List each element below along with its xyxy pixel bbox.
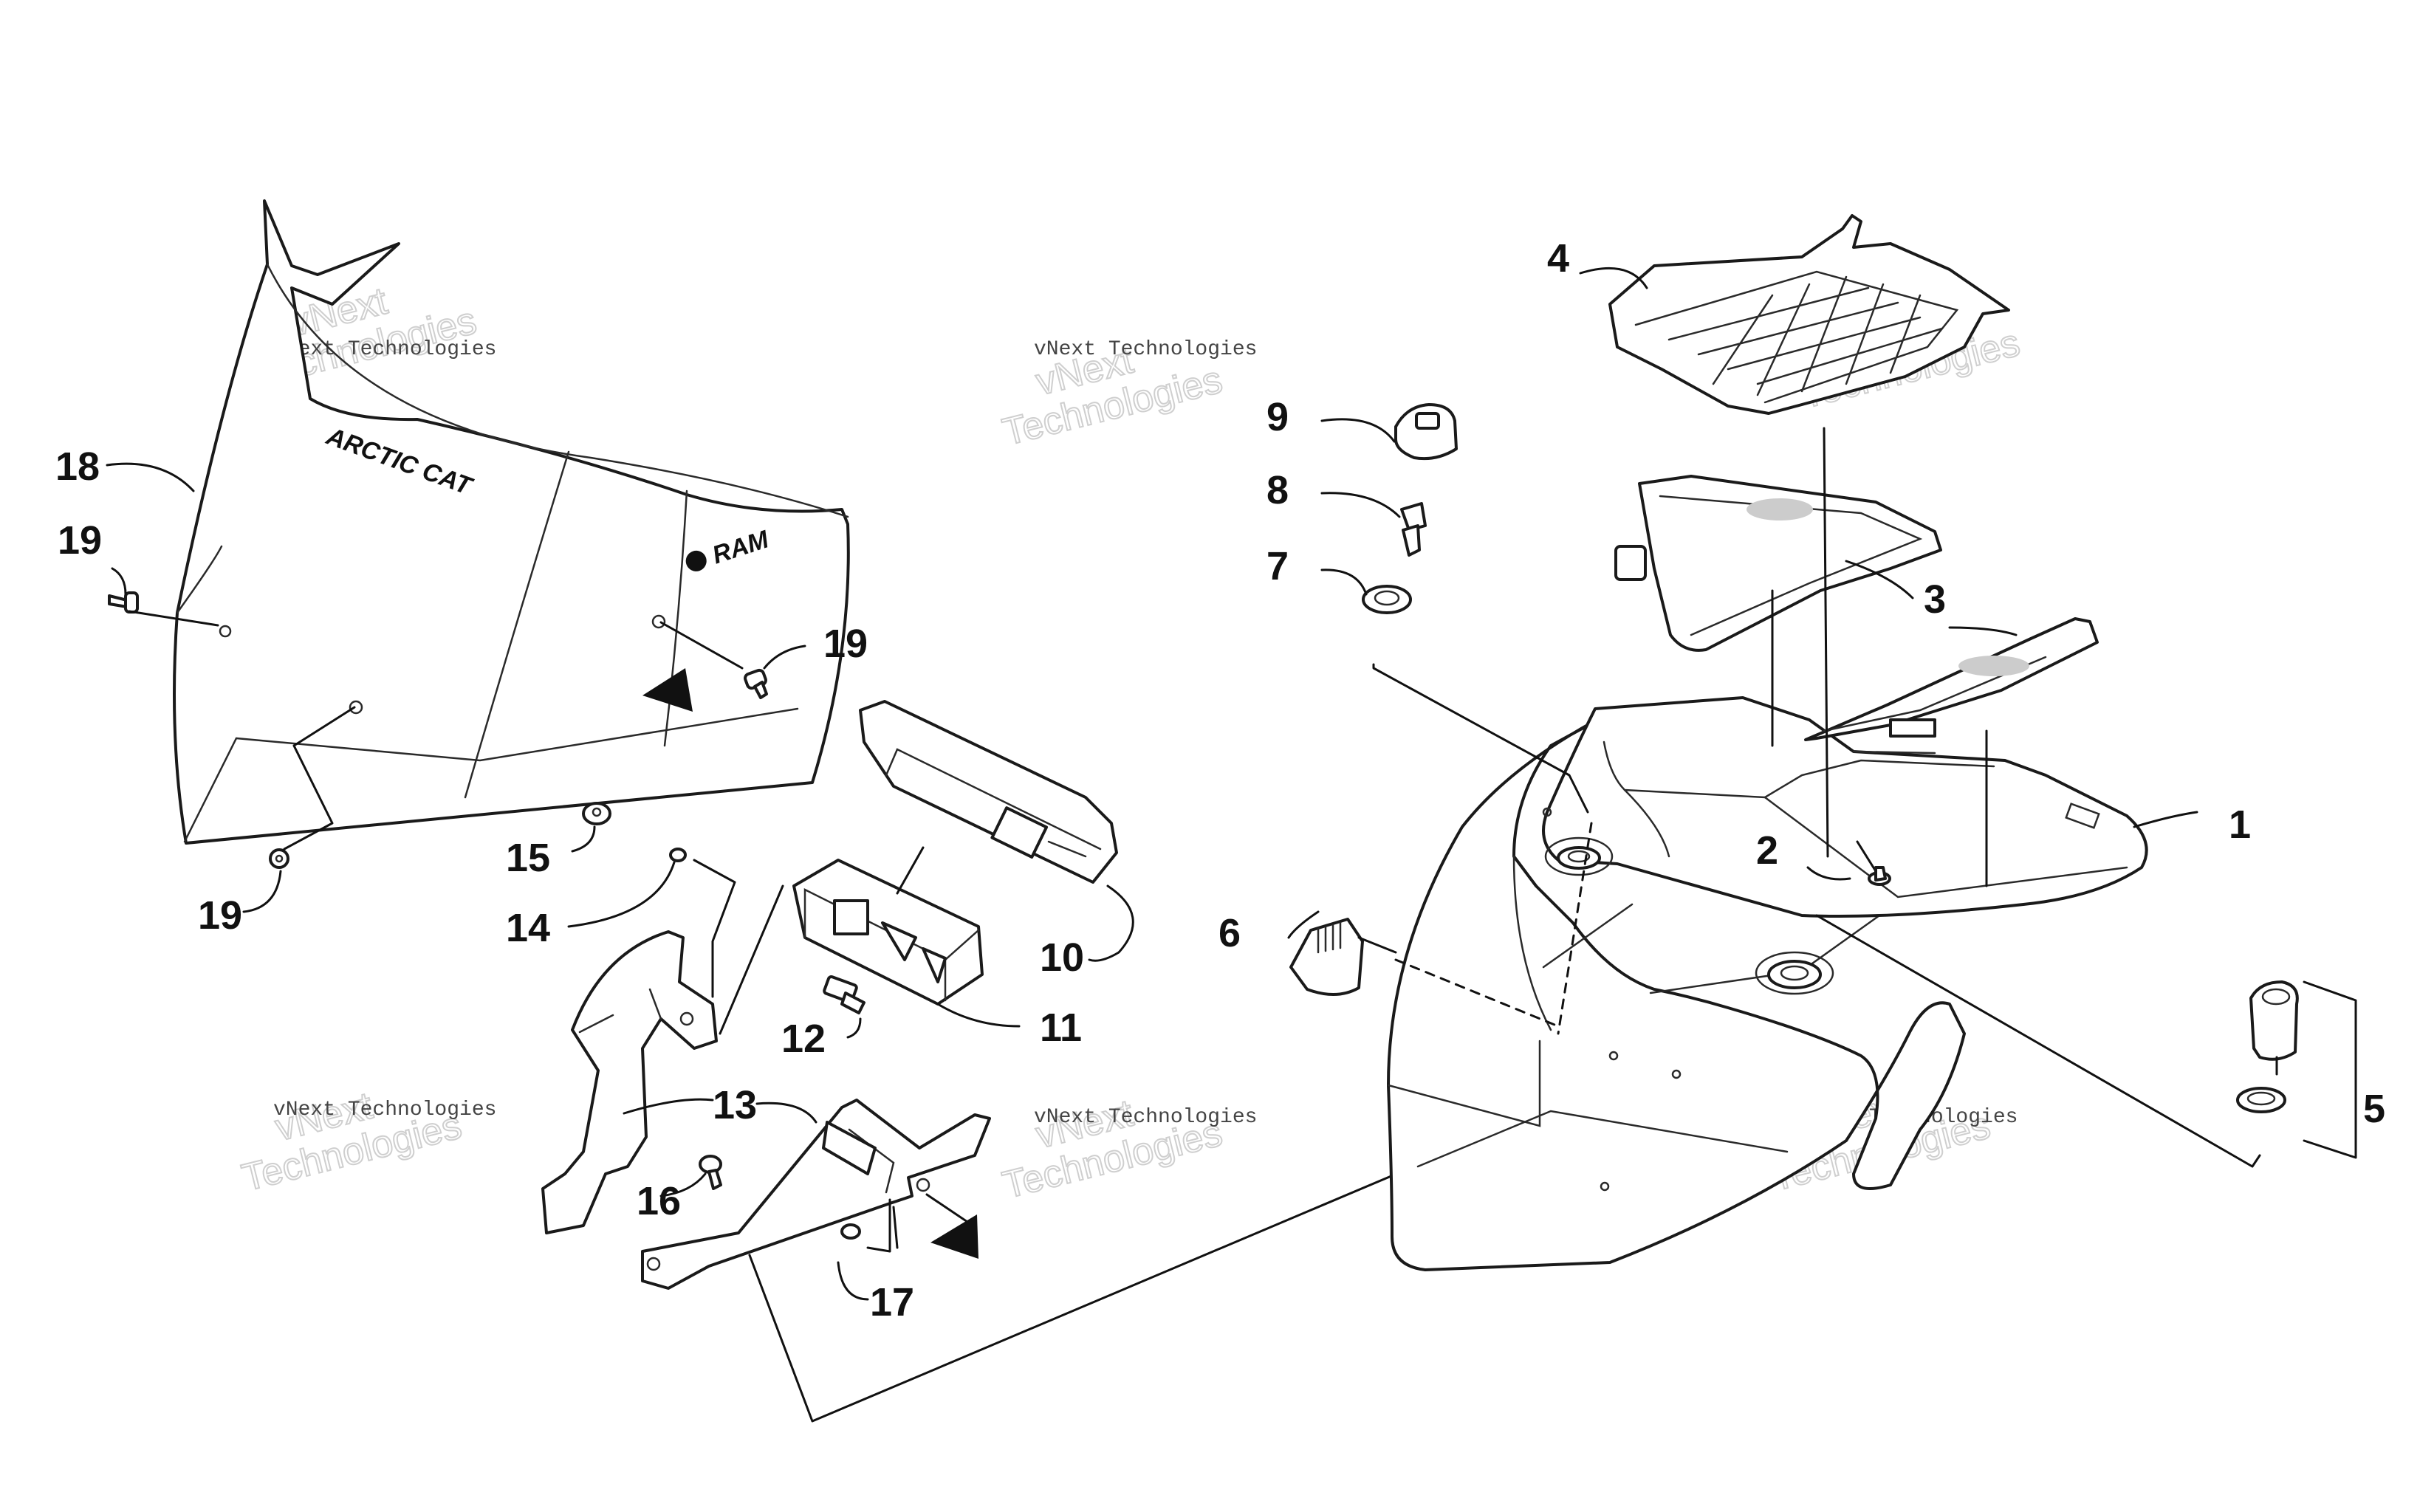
screw-part-17	[837, 1223, 869, 1301]
screw-part-2	[1806, 866, 1891, 886]
leader-4-to-body	[1823, 427, 1829, 858]
callout-12: 12	[781, 1017, 826, 1061]
callout-9: 9	[1266, 395, 1289, 439]
grille-tray-part-4	[1579, 214, 2010, 415]
callout-19-bottom: 19	[198, 893, 242, 938]
watermark-5: vNext Technologies	[998, 1091, 1227, 1208]
callout-8: 8	[1266, 468, 1289, 512]
washer-part-14	[567, 848, 687, 928]
callout-16: 16	[637, 1179, 681, 1223]
screw-part-16	[659, 1155, 722, 1197]
leader-5-to-body	[1815, 914, 2261, 1168]
callout-3: 3	[1924, 577, 1946, 622]
leader-5-bracket	[2303, 980, 2357, 1159]
leader-2-screw	[1856, 840, 1877, 873]
bracket-part-11	[792, 846, 1021, 1028]
callout-19-left: 19	[58, 518, 102, 563]
nut-part-15	[571, 802, 611, 853]
bolt-part-12	[823, 975, 865, 1039]
callout-10: 10	[1040, 935, 1084, 980]
callout-17: 17	[870, 1280, 914, 1324]
leader-key-dash	[1557, 822, 1593, 1035]
callout-labels: 1 2 3 4 5 6 7 8 9 10 11 12 13 14 15 16 1…	[55, 236, 2385, 1324]
leader-19-bottom	[283, 706, 356, 850]
screw-part-19-right	[744, 645, 806, 699]
leader-19-left	[128, 610, 219, 627]
watermark-text-2: vNext Technologies	[1034, 338, 1257, 361]
grille-panel-lower-part-3	[1804, 617, 2099, 741]
callout-2: 2	[1756, 828, 1778, 873]
watermark-text-5: vNext Technologies	[1034, 1106, 1257, 1129]
socket-part-6	[1287, 910, 1397, 997]
mount-bracket-left-part-13	[541, 930, 718, 1234]
grille-panel-upper-part-3	[1614, 475, 1942, 652]
watermark-text-1: vNext Technologies	[273, 338, 496, 361]
callout-18: 18	[55, 444, 100, 489]
housing-part-10	[859, 700, 1134, 962]
callout-19-right: 19	[823, 622, 868, 666]
cap-part-9	[1320, 403, 1458, 461]
callout-4: 4	[1547, 236, 1569, 281]
watermark-4: vNext Technologies	[237, 1084, 467, 1200]
leader-bracket-arrow	[925, 1193, 969, 1223]
bezel-part-7	[1320, 568, 1412, 614]
windshield-part-18: ARCTIC CAT RAM	[173, 199, 850, 845]
direction-arrow-windshield	[642, 668, 693, 712]
callout-1: 1	[2229, 803, 2251, 847]
screw-part-19-left	[108, 567, 139, 614]
callout-14: 14	[506, 906, 550, 950]
leader-19-right	[659, 621, 744, 670]
outlet-part-5	[2236, 980, 2299, 1113]
callout-15: 15	[506, 836, 550, 880]
callout-11: 11	[1040, 1006, 1082, 1050]
leader-socket-dash	[1394, 958, 1560, 1028]
watermark-text-4: vNext Technologies	[273, 1099, 496, 1121]
direction-arrow-bracket	[930, 1214, 978, 1259]
key-part-8	[1320, 492, 1427, 557]
leader-bracket-to-17b	[892, 1206, 899, 1249]
washer-part-19-bottom	[242, 848, 289, 913]
leader-18	[106, 462, 195, 492]
callout-5: 5	[2363, 1087, 2385, 1131]
mount-bracket-right-part-13	[641, 1099, 991, 1290]
callout-13: 13	[713, 1083, 757, 1127]
callout-6: 6	[1218, 911, 1241, 955]
callout-7: 7	[1266, 544, 1289, 588]
tray-body-part-1	[1542, 696, 2198, 1192]
leader-key-to-body	[1372, 663, 1589, 814]
leader-bracket-to-17	[866, 1198, 891, 1253]
leader-bracket-assembly	[693, 859, 736, 998]
leader-bracket-to-11	[719, 884, 784, 1035]
